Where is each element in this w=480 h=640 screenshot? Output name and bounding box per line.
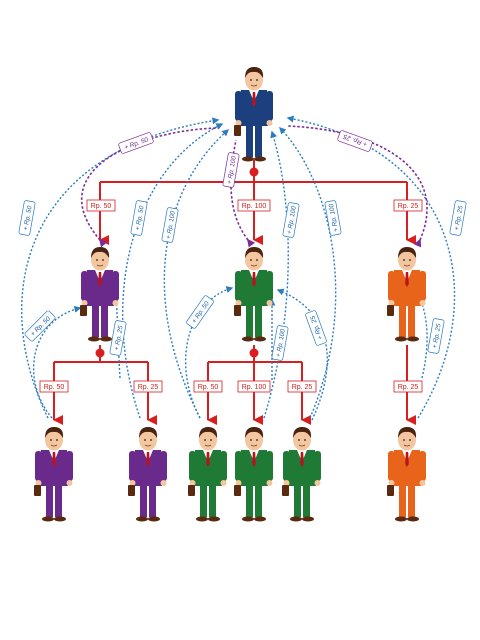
svg-text:Rp. 50: Rp. 50: [198, 384, 219, 391]
purple-return-flows: [81, 125, 428, 248]
amount-tag-purple-1: Rp. 50: [39, 380, 69, 393]
svg-text:+ Rp. 25: + Rp. 25: [453, 205, 464, 231]
return-tag-p2-top: + Rp. 50: [130, 200, 148, 236]
svg-text:Rp. 100: Rp. 100: [242, 203, 267, 210]
return-tag-g1-top: + Rp. 100: [161, 207, 179, 243]
person-bottom-green-3: [281, 426, 322, 522]
return-tag-p2-mid: + Rp. 25: [109, 320, 127, 356]
person-mid-orange: [386, 246, 427, 342]
person-top: [233, 66, 274, 162]
svg-text:+ Rp. 100: + Rp. 100: [286, 205, 298, 235]
svg-text:+ Rp. 100: + Rp. 100: [328, 203, 340, 233]
svg-text:+ Rp. 100: + Rp. 100: [275, 328, 287, 358]
junction-dot: [249, 167, 259, 177]
amount-tag-top-green: Rp. 100: [237, 199, 271, 212]
blue-return-flows: [21, 115, 456, 421]
junction-dots: [95, 167, 259, 358]
amount-tag-green-1: Rp. 50: [193, 380, 223, 393]
svg-text:Rp. 50: Rp. 50: [91, 203, 112, 210]
return-tag-p1-top: + Rp. 50: [18, 200, 36, 236]
junction-dot: [95, 348, 105, 358]
return-tag-g3-top: + Rp. 100: [324, 200, 342, 236]
return-tag-purple-up: + Rp. 50: [118, 132, 154, 154]
svg-text:Rp. 25: Rp. 25: [292, 384, 313, 391]
svg-text:Rp. 50: Rp. 50: [44, 384, 65, 391]
amount-tag-green-3: Rp. 25: [287, 380, 317, 393]
amount-tag-top-orange: Rp. 25: [393, 199, 423, 212]
amount-tag-orange-1: Rp. 25: [393, 380, 423, 393]
return-tag-o1-mid: + Rp. 25: [427, 318, 445, 354]
junction-dot: [249, 348, 259, 358]
person-bottom-green-2: [233, 426, 274, 522]
return-tag-g1-mid: + Rp. 50: [186, 295, 214, 329]
svg-text:+ Rp. 100: + Rp. 100: [165, 210, 177, 240]
svg-text:+ Rp. 100: + Rp. 100: [226, 155, 238, 185]
amount-tags: Rp. 50 Rp. 100 Rp. 25 Rp. 50 Rp. 25 Rp. …: [39, 199, 423, 393]
amount-tag-green-2: Rp. 100: [237, 380, 271, 393]
svg-text:+ Rp. 50: + Rp. 50: [22, 205, 33, 231]
svg-text:+ Rp. 50: + Rp. 50: [134, 205, 145, 231]
return-tag-orange-up: + Rp. 25: [337, 130, 373, 152]
return-tag-g2-mid: + Rp. 100: [271, 325, 289, 361]
person-mid-purple: [79, 246, 120, 342]
svg-text:+ Rp. 25: + Rp. 25: [113, 325, 124, 351]
person-bottom-orange-1: [386, 426, 427, 522]
return-tag-green-up: + Rp. 100: [222, 152, 240, 188]
person-mid-green: [233, 246, 274, 342]
person-bottom-green-1: [187, 426, 228, 522]
return-tag-g3-mid: + Rp. 25: [305, 310, 327, 346]
person-bottom-purple-2: [127, 426, 168, 522]
svg-text:+ Rp. 25: + Rp. 25: [431, 323, 442, 349]
amount-tag-top-purple: Rp. 50: [86, 199, 116, 212]
svg-text:Rp. 25: Rp. 25: [138, 384, 159, 391]
return-tag-o1-top: + Rp. 25: [449, 200, 467, 236]
svg-text:Rp. 25: Rp. 25: [398, 203, 419, 210]
return-tag-p1-mid: + Rp. 50: [24, 310, 56, 342]
amount-tag-purple-2: Rp. 25: [133, 380, 163, 393]
svg-text:Rp. 100: Rp. 100: [242, 384, 267, 391]
return-tag-g2-top: + Rp. 100: [282, 202, 300, 238]
svg-text:Rp. 25: Rp. 25: [398, 384, 419, 391]
person-bottom-purple-1: [33, 426, 74, 522]
